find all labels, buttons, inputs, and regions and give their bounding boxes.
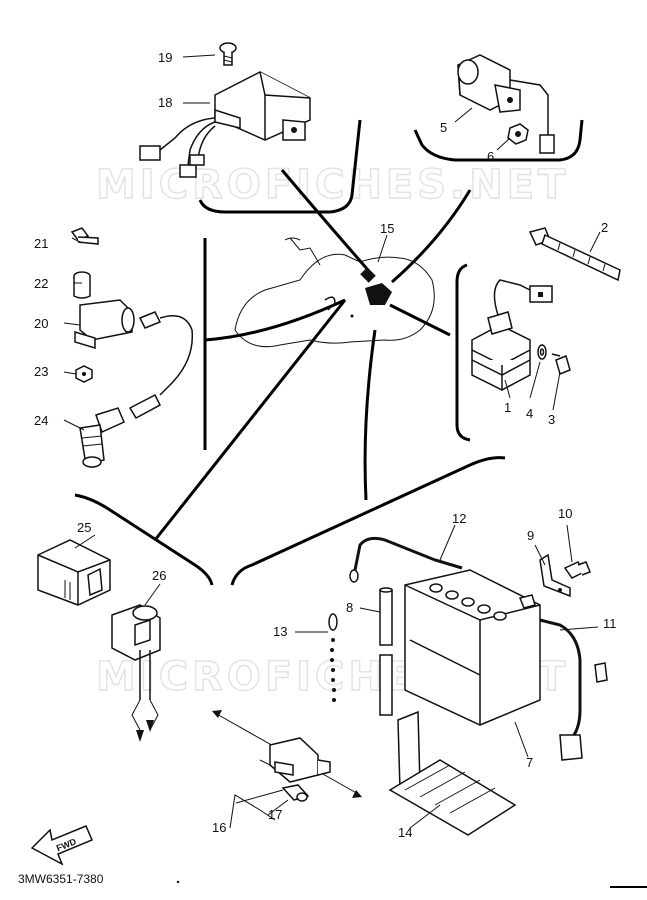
nut-icon-23 (75, 365, 93, 383)
diagram-code: 3MW6351-7380 (18, 872, 104, 886)
switch-icon (212, 710, 362, 798)
callout-21: 21 (34, 236, 48, 251)
flasher-relay-icon (111, 604, 161, 742)
callout-25: 25 (77, 520, 91, 535)
callout-8: 8 (346, 600, 353, 615)
callout-24: 24 (34, 413, 48, 428)
callout-15: 15 (380, 221, 394, 236)
ignition-coil-icon (74, 299, 194, 396)
callout-labels: 19 18 5 6 2 15 21 22 20 23 24 1 4 3 12 1… (34, 50, 617, 840)
battery-lead-icon (349, 536, 463, 583)
callout-9: 9 (527, 528, 534, 543)
callout-leaders (63, 54, 601, 829)
callout-11: 11 (603, 616, 617, 631)
callout-23: 23 (34, 364, 48, 379)
callout-17: 17 (268, 807, 282, 822)
callout-10: 10 (558, 506, 572, 521)
starter-relay-icon (457, 54, 555, 154)
callout-5: 5 (440, 120, 447, 135)
dot-mark (176, 880, 180, 884)
frame-leader-lines (153, 169, 472, 541)
washer-icon (537, 344, 547, 360)
callout-2: 2 (601, 220, 608, 235)
callout-4: 4 (526, 406, 533, 421)
bracket-icon (539, 553, 571, 598)
spark-plug-cap-icon (79, 393, 161, 468)
battery-band-icon (388, 710, 517, 836)
bolt-icon-21 (70, 227, 99, 245)
screw-icon (219, 42, 237, 66)
bolt-icon (551, 353, 571, 376)
callout-6: 6 (487, 149, 494, 164)
rectifier-regulator-icon (471, 279, 553, 391)
motorcycle-frame-icon (234, 237, 435, 348)
dot-mark-center (350, 314, 354, 318)
breather-pipe-icon (379, 587, 393, 716)
callout-20: 20 (34, 316, 48, 331)
screw-icon-10 (563, 561, 591, 579)
group-brackets (74, 119, 584, 586)
callout-7: 7 (526, 755, 533, 770)
callout-3: 3 (548, 412, 555, 427)
battery-icon (404, 569, 541, 726)
nut-icon (507, 123, 529, 145)
grommet-icon (281, 784, 310, 802)
forward-arrow-icon: FWD (30, 825, 93, 866)
cdi-unit-icon (139, 71, 311, 178)
callout-19: 19 (158, 50, 172, 65)
callout-22: 22 (34, 276, 48, 291)
callout-26: 26 (152, 568, 166, 583)
callout-12: 12 (452, 511, 466, 526)
callout-16: 16 (212, 820, 226, 835)
cable-tie-icon (528, 227, 621, 282)
collar-icon (73, 271, 91, 299)
relay-icon (37, 539, 111, 606)
callout-13: 13 (273, 624, 287, 639)
callout-14: 14 (398, 825, 412, 840)
watermark-top: MICROFICHES.NET (96, 162, 569, 208)
bead-chain-icon (328, 613, 338, 702)
battery-cells (429, 583, 507, 621)
callout-18: 18 (158, 95, 172, 110)
callout-1: 1 (504, 400, 511, 415)
